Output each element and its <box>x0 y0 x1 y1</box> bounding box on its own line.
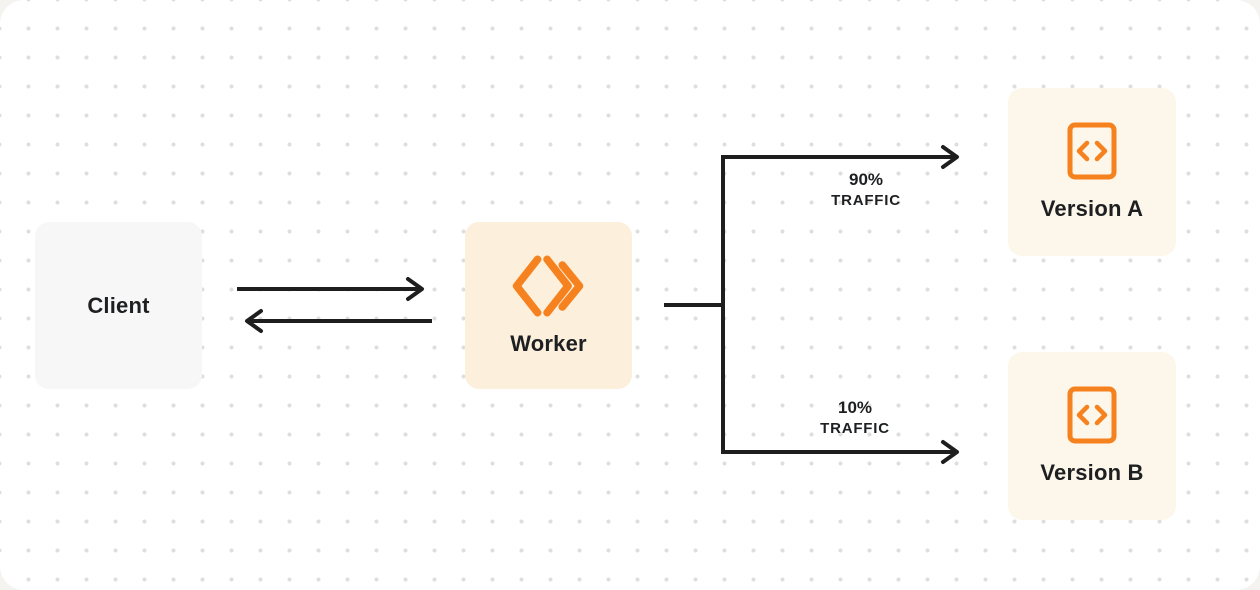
code-brackets-icon <box>1067 122 1117 180</box>
branch-b-percent: 10% <box>837 398 873 417</box>
branch-a-percent: 90% <box>848 170 884 189</box>
node-worker: Worker <box>465 222 632 389</box>
traffic-label-branch-a: 90% TRAFFIC <box>786 170 946 209</box>
cloudflare-workers-logo-icon <box>509 255 589 317</box>
branch-b-traffic-word: TRAFFIC <box>820 420 890 437</box>
version-b-label: Version B <box>1040 460 1144 485</box>
branch-a-traffic-word: TRAFFIC <box>831 192 901 209</box>
worker-label: Worker <box>510 330 587 356</box>
node-client: Client <box>35 222 202 389</box>
code-brackets-icon <box>1067 386 1117 444</box>
node-version-b: Version B <box>1008 352 1176 520</box>
client-label: Client <box>87 292 150 318</box>
node-version-a: Version A <box>1008 88 1176 256</box>
traffic-label-branch-b: 10% TRAFFIC <box>775 398 935 437</box>
version-a-label: Version A <box>1040 196 1144 221</box>
